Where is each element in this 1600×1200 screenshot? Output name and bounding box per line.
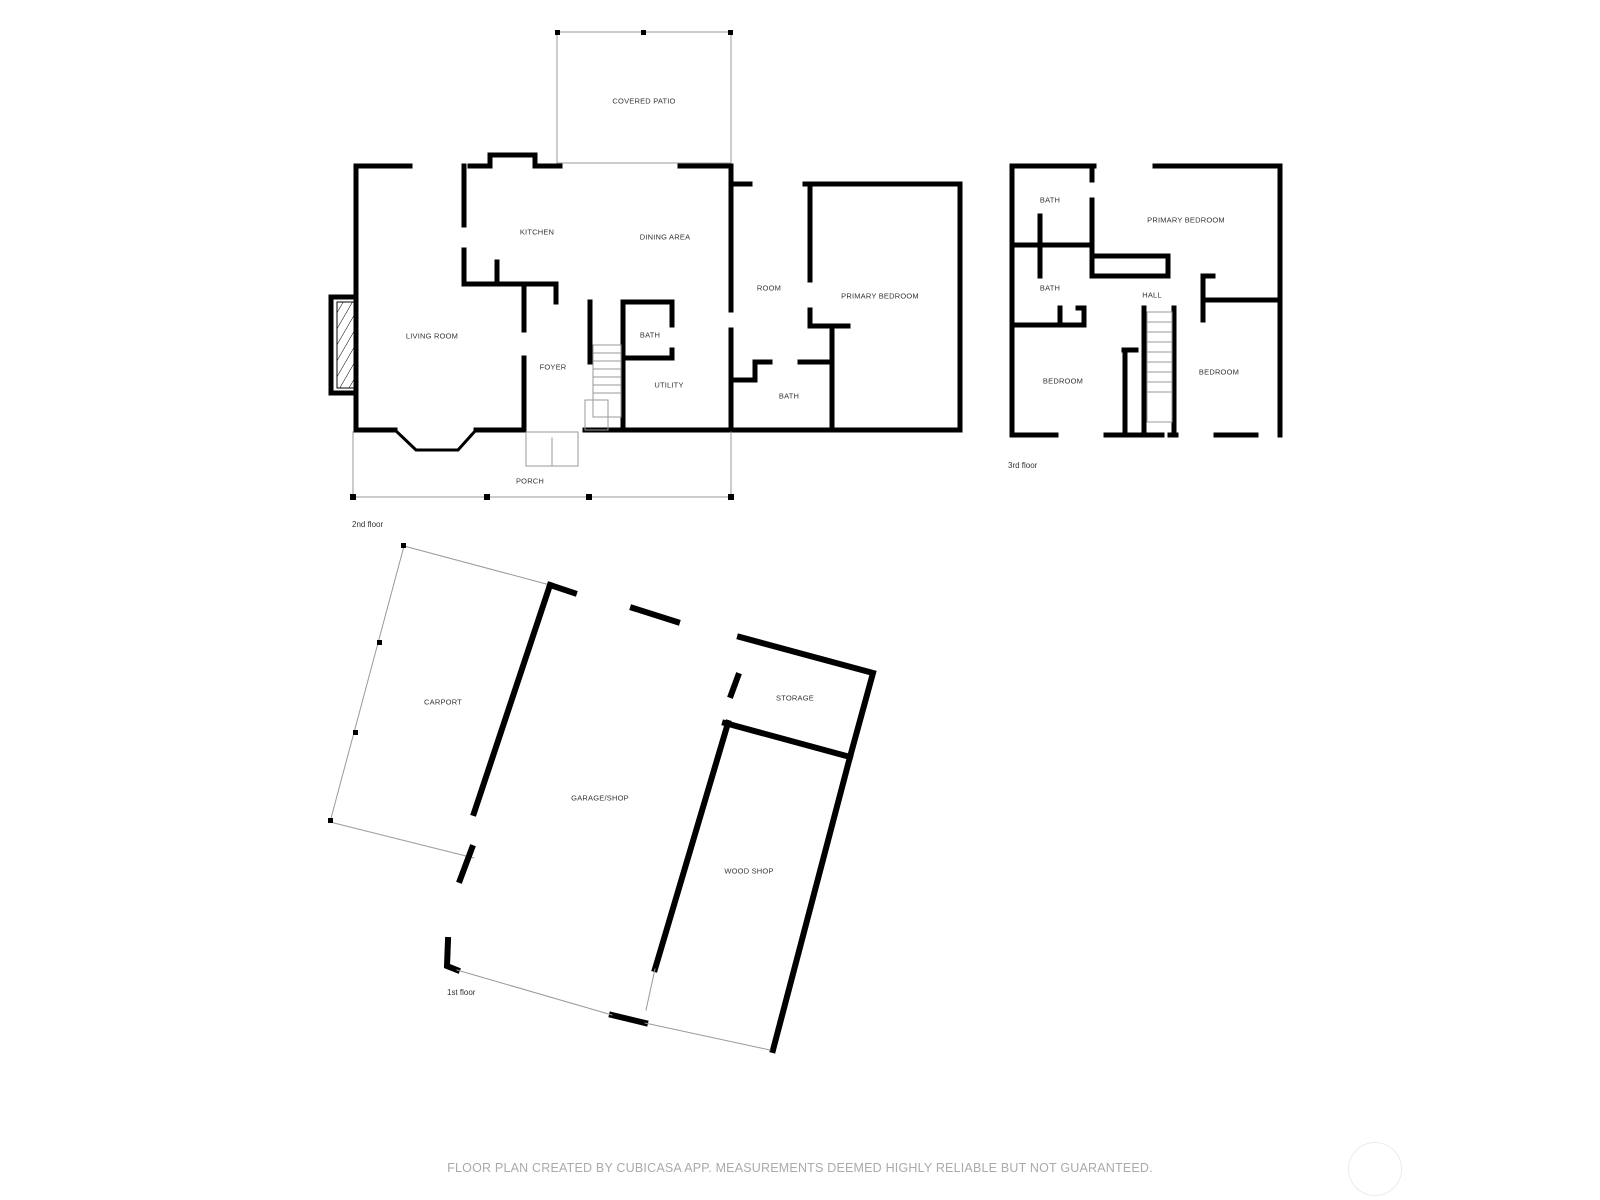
floor-label-2nd: 2nd floor bbox=[352, 520, 384, 529]
floor-label-3rd: 3rd floor bbox=[1008, 461, 1038, 470]
floor-3-plan bbox=[1009, 163, 1283, 438]
room-label-primary-bedroom-3: PRIMARY BEDROOM bbox=[1147, 215, 1225, 225]
room-label-storage: STORAGE bbox=[776, 693, 814, 703]
floor-1-plan bbox=[328, 543, 877, 1054]
room-label-bath-2a: BATH bbox=[639, 330, 661, 340]
room-label-utility: UTILITY bbox=[654, 380, 684, 390]
room-label-bath-3a: BATH bbox=[1039, 195, 1061, 205]
room-label-carport: CARPORT bbox=[424, 697, 462, 707]
room-label-foyer: FOYER bbox=[539, 362, 567, 372]
room-label-bedroom-3a: BEDROOM bbox=[1042, 376, 1084, 386]
room-label-kitchen: KITCHEN bbox=[519, 227, 555, 237]
room-label-bedroom-3b: BEDROOM bbox=[1198, 367, 1240, 377]
disclaimer-footer: FLOOR PLAN CREATED BY CUBICASA APP. MEAS… bbox=[447, 1161, 1153, 1175]
room-label-covered-patio: COVERED PATIO bbox=[612, 96, 676, 106]
room-label-bath-2b: BATH bbox=[778, 391, 800, 401]
room-label-hall: HALL bbox=[1142, 290, 1162, 300]
room-label-primary-bedroom-2: PRIMARY BEDROOM bbox=[841, 291, 919, 301]
room-label-wood-shop: WOOD SHOP bbox=[724, 866, 774, 876]
room-label-garage-shop: GARAGE/SHOP bbox=[571, 793, 629, 803]
floor-2-plan bbox=[328, 30, 963, 500]
watermark-circle-icon bbox=[1348, 1142, 1402, 1196]
room-label-living-room: LIVING ROOM bbox=[405, 331, 459, 341]
room-label-porch: PORCH bbox=[515, 476, 545, 486]
room-label-bath-3b: BATH bbox=[1039, 283, 1061, 293]
room-label-room: ROOM bbox=[756, 283, 782, 293]
room-label-dining-area: DINING AREA bbox=[639, 232, 691, 242]
floor-label-1st: 1st floor bbox=[447, 988, 476, 997]
